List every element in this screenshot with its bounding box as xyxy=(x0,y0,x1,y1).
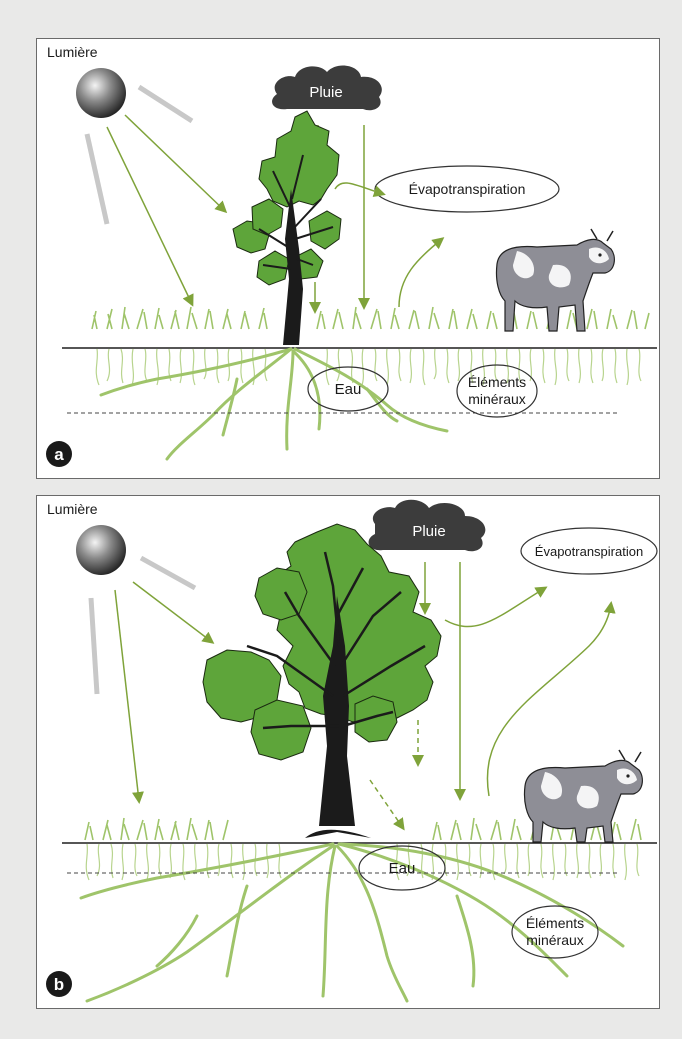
tree-roots xyxy=(101,349,447,459)
badge-letter-a: a xyxy=(54,445,64,464)
panel-a-illustration: Lumière Pluie Évapotranspiration xyxy=(37,39,659,478)
tree-icon xyxy=(233,111,341,345)
minerals-bubble: Éléments minéraux xyxy=(457,365,537,417)
minerals-label-line1: Éléments xyxy=(468,374,526,390)
evapo-label: Évapotranspiration xyxy=(409,181,526,197)
cow-icon xyxy=(524,750,642,842)
light-label: Lumière xyxy=(47,44,98,60)
panel-a: Lumière Pluie Évapotranspiration xyxy=(36,38,660,479)
water-bubble: Eau xyxy=(308,367,388,411)
cloud-icon: Pluie xyxy=(369,500,486,552)
water-bubble: Eau xyxy=(359,846,445,890)
water-label: Eau xyxy=(335,381,362,398)
evapo-bubble: Évapotranspiration xyxy=(375,166,559,212)
panel-badge-a: a xyxy=(46,441,72,467)
grass-icon xyxy=(92,307,649,329)
panel-b-illustration: Lumière Pluie Évapotranspiration xyxy=(37,496,659,1008)
cloud-icon: Pluie xyxy=(272,66,382,111)
badge-letter-b: b xyxy=(54,975,64,994)
rain-label: Pluie xyxy=(412,523,445,540)
minerals-label-line2: minéraux xyxy=(468,391,526,407)
rain-label: Pluie xyxy=(309,84,342,101)
water-label: Eau xyxy=(389,860,416,877)
light-arrows xyxy=(115,582,212,801)
sun-icon xyxy=(76,525,195,694)
panel-badge-b: b xyxy=(46,971,72,997)
minerals-label-line1: Éléments xyxy=(526,915,584,931)
evapo-arrows xyxy=(445,588,611,796)
light-label: Lumière xyxy=(47,501,98,517)
evapo-bubble: Évapotranspiration xyxy=(521,528,657,574)
evapo-label: Évapotranspiration xyxy=(535,544,643,559)
minerals-label-line2: minéraux xyxy=(526,932,584,948)
cow-icon xyxy=(496,229,614,331)
light-arrows xyxy=(107,115,225,304)
tree-icon xyxy=(203,524,441,838)
sun-icon xyxy=(76,68,192,224)
roots-icon xyxy=(96,349,641,385)
panel-b: Lumière Pluie Évapotranspiration xyxy=(36,495,660,1009)
minerals-bubble: Éléments minéraux xyxy=(512,906,598,958)
